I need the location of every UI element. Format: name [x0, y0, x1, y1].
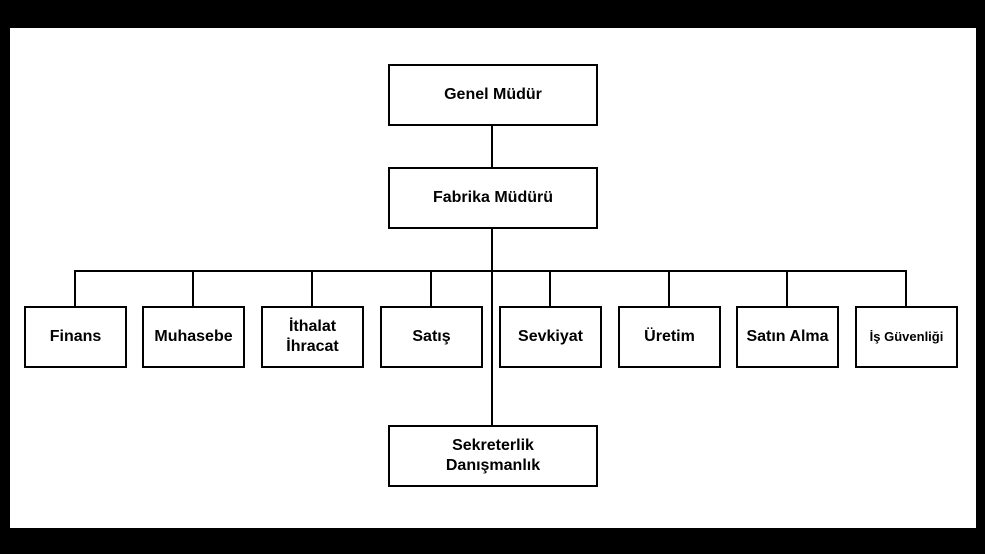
- connector-horizontal-bus: [74, 270, 907, 272]
- connector-drop-muhasebe: [192, 270, 194, 306]
- connector-drop-finans: [74, 270, 76, 306]
- connector-trunk: [491, 229, 493, 425]
- node-label: Satış: [412, 328, 451, 345]
- node-satis: Satış: [380, 306, 483, 368]
- connector-drop-satis: [430, 270, 432, 306]
- node-label: Fabrika Müdürü: [432, 189, 553, 206]
- node-finans: Finans: [24, 306, 127, 368]
- node-label: Satın Alma: [746, 328, 829, 345]
- node-satin-alma: Satın Alma: [736, 306, 839, 368]
- connector-drop-uretim: [668, 270, 670, 306]
- node-sekreterlik-danismanlik: Sekreterlik Danışmanlık: [388, 425, 598, 487]
- node-uretim: Üretim: [618, 306, 721, 368]
- node-fabrika-muduru: Fabrika Müdürü: [388, 167, 598, 229]
- node-label: Üretim: [644, 328, 695, 345]
- node-label: Genel Müdür: [444, 86, 542, 103]
- node-label: Sevkiyat: [518, 328, 583, 345]
- connector-drop-sevkiyat: [549, 270, 551, 306]
- node-muhasebe: Muhasebe: [142, 306, 245, 368]
- node-label: İş Güvenliği: [869, 329, 944, 344]
- node-is-guvenligi: İş Güvenliği: [855, 306, 958, 368]
- node-label-line-1: Sekreterlik: [452, 437, 534, 454]
- connector-drop-is-guvenligi: [905, 270, 907, 306]
- connector-root-to-manager: [491, 125, 493, 195]
- connector-drop-ithalat: [311, 270, 313, 306]
- node-label-line-2: İhracat: [286, 338, 339, 355]
- connector-drop-satin-alma: [786, 270, 788, 306]
- org-chart-canvas: Genel Müdür Fabrika Müdürü Finans Muhase…: [10, 28, 976, 528]
- node-sevkiyat: Sevkiyat: [499, 306, 602, 368]
- node-label-line-1: İthalat: [288, 318, 337, 335]
- node-label: Muhasebe: [154, 328, 233, 345]
- node-ithalat-ihracat: İthalat İhracat: [261, 306, 364, 368]
- node-label: Finans: [49, 328, 102, 345]
- node-genel-mudur: Genel Müdür: [388, 64, 598, 126]
- node-label-line-2: Danışmanlık: [445, 457, 541, 474]
